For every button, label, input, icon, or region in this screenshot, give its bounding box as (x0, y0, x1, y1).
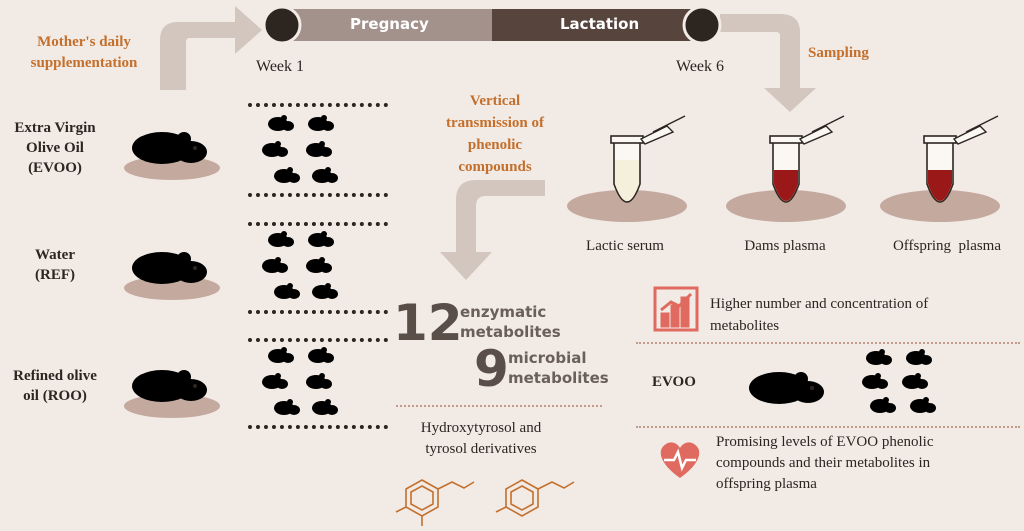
week-end-label: Week 6 (676, 58, 725, 75)
sampling-label: Sampling (808, 45, 869, 61)
results-separator (636, 342, 1020, 344)
cage-line (248, 338, 388, 342)
bar-chart-icon (653, 286, 699, 332)
pup-group-roo (259, 344, 338, 415)
pregnancy-label: Pregnacy (350, 15, 429, 33)
cage-line (248, 103, 388, 107)
evoo-result-mother (749, 350, 824, 404)
cage-line (248, 222, 388, 226)
mother-mouse-roo (124, 348, 220, 418)
evoo-result-pups (859, 346, 936, 413)
timeline (262, 5, 722, 45)
mother-mouse-ref (124, 230, 220, 300)
metabolites-separator (396, 405, 602, 407)
tyrosol-molecule-icon (495, 479, 575, 517)
pup-group-evoo (259, 112, 338, 183)
sample-tube-2 (880, 115, 1000, 222)
sample-tube-0 (567, 115, 687, 222)
group-label-ref: Water(REF) (35, 247, 75, 283)
offspring-pups (259, 112, 338, 415)
mother-mouse-evoo (124, 110, 220, 180)
cage-line (248, 425, 388, 429)
heart-icon (660, 442, 700, 478)
cage-line (248, 310, 388, 314)
sample-label-offspring: Offspring plasma (892, 238, 1002, 254)
microbial-count: 9 (474, 340, 509, 398)
week-start-label: Week 1 (256, 58, 305, 75)
sample-label-dams: Dams plasma (744, 238, 826, 254)
mother-mice (124, 110, 220, 418)
evoo-result-label: EVOO (652, 374, 696, 390)
enzymatic-count: 12 (393, 294, 463, 352)
flow-arrows (160, 6, 816, 280)
cage-line (248, 193, 388, 197)
results-separator (636, 426, 1020, 428)
hydroxytyrosol-molecule-icon (395, 479, 475, 526)
lactation-label: Lactation (560, 15, 640, 33)
pup-group-ref (259, 228, 338, 299)
sample-tubes (567, 115, 1000, 222)
sample-tube-1 (726, 115, 846, 222)
sample-label-lactic: Lactic serum (586, 238, 664, 254)
